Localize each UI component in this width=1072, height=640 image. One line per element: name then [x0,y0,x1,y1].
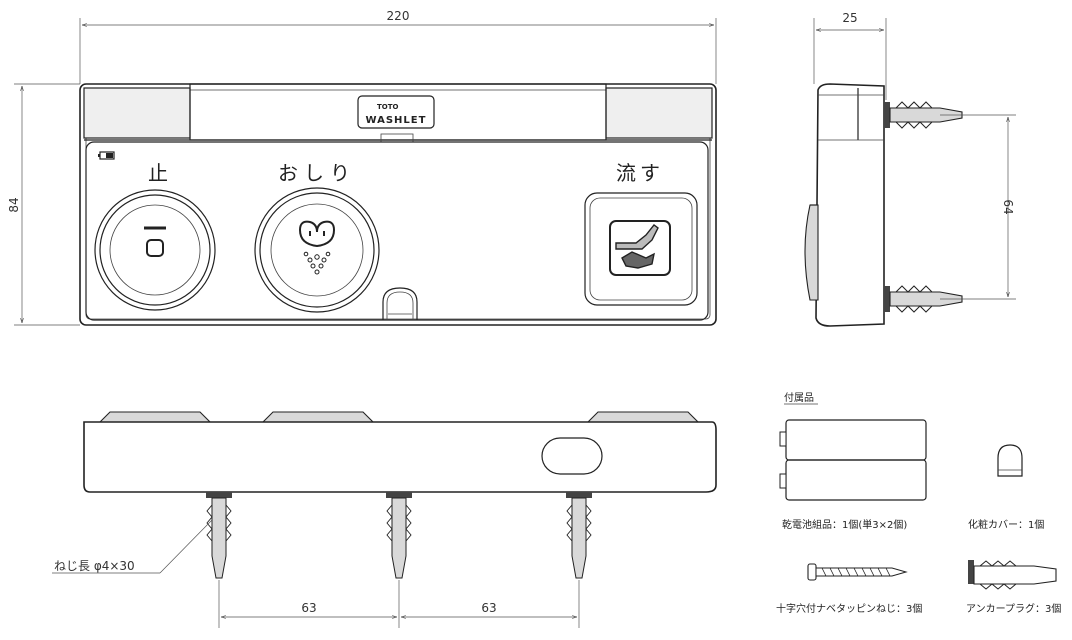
height-dimension-value: 84 [7,197,21,212]
side-anchor-top [884,101,963,129]
width-dimension-value: 220 [387,9,410,23]
battery-pack-illustration [779,419,927,501]
anchor-spacing-dimension-value: 64 [1001,199,1015,214]
stop-button[interactable] [94,189,216,311]
battery-label: 乾電池組品：1個(単3×2個) [782,518,907,531]
washlet-logo: TOTO WASHLET [357,95,435,129]
cover-latch [382,287,418,320]
front-view: 220 84 TOTO WASHLET 止 おし [7,9,717,326]
anchor-plug-illustration [968,560,1057,590]
battery-icon [98,151,115,160]
flush-button[interactable] [584,192,698,306]
accessories-section: 付属品 乾電池組品：1個(単3×2個) 化粧カバー：1個 十字穴付ナベタッピンね… [776,391,1061,615]
side-anchor-bottom [884,285,963,313]
stop-label: 止 [148,161,168,185]
screw-illustration [807,563,908,581]
bidet-icon [298,220,336,275]
spacing-right-value: 63 [481,601,496,615]
spacing-left-value: 63 [301,601,316,615]
bottom-anchor-2 [386,492,412,579]
bottom-view: ねじ長 φ4×30 63 63 [52,411,717,628]
bottom-anchor-3 [566,492,592,579]
button-panel [85,141,709,321]
bottom-body-outline [83,421,717,493]
screw-length-note: ねじ長 φ4×30 [54,559,135,573]
bidet-button[interactable] [254,187,380,313]
anchor-label: アンカープラグ：3個 [966,602,1061,615]
flush-label: 流す [616,161,664,185]
cover-label: 化粧カバー：1個 [968,518,1044,531]
depth-dimension-value: 25 [842,11,857,25]
svg-text:TOTO: TOTO [377,103,399,111]
cover-illustration [997,444,1023,477]
flush-icon [609,220,671,276]
accessories-heading: 付属品 [784,391,814,404]
side-view: 25 64 [804,11,1016,327]
bottom-access-hole [541,437,603,475]
bottom-anchor-1 [206,492,232,579]
bidet-label: おしり [278,161,356,185]
svg-text:WASHLET: WASHLET [366,115,427,126]
screw-label: 十字穴付ナベタッピンねじ：3個 [776,602,922,615]
side-body-outline [815,83,885,327]
